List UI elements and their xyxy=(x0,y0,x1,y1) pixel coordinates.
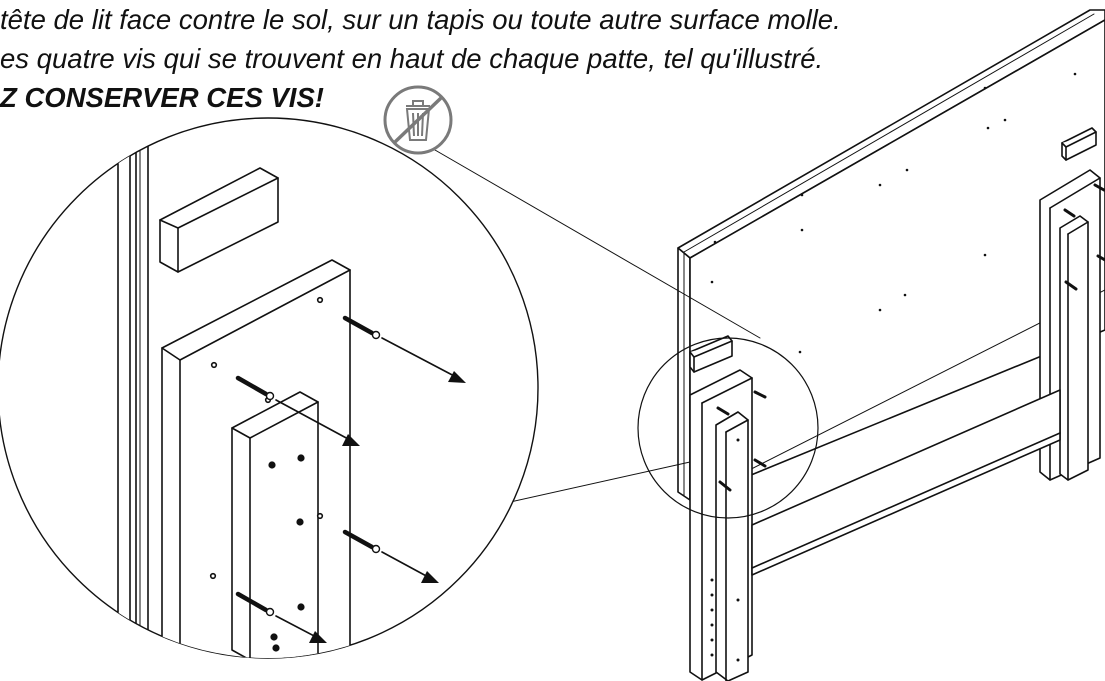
panel-hole-markers xyxy=(710,72,1077,354)
detail-marker-circle xyxy=(637,337,819,519)
detail-callout xyxy=(0,117,539,659)
right-leg-screws xyxy=(1063,183,1105,291)
left-leg-holes xyxy=(710,438,740,662)
no-trash-icon xyxy=(383,85,453,155)
left-leg-screws xyxy=(716,390,767,492)
panel-block-left xyxy=(689,335,733,373)
headboard-panel xyxy=(677,9,1105,501)
instruction-line-1: tête de lit face contre le sol, sur un t… xyxy=(0,4,841,35)
instruction-line-2: es quatre vis qui se trouvent en haut de… xyxy=(0,43,824,74)
cross-rail xyxy=(751,389,1061,576)
panel-block-right xyxy=(1061,127,1097,161)
left-leg xyxy=(689,369,753,681)
keep-screws-warning: Z CONSERVER CES VIS! xyxy=(0,82,324,113)
